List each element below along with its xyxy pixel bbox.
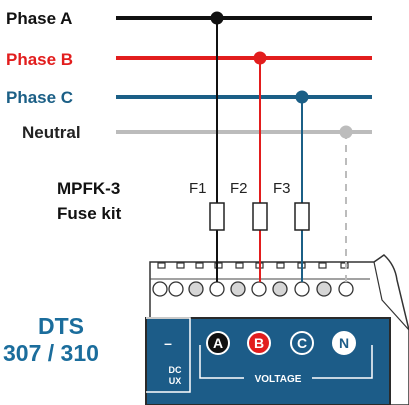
device-name-line1: DTS <box>38 313 84 339</box>
fuse-f1 <box>209 202 225 231</box>
fuse-kit-model: MPFK-3 <box>57 179 121 198</box>
phase-a-label: Phase A <box>6 9 73 28</box>
panel-dc-box <box>146 317 191 393</box>
voltage-text: VOLTAGE <box>255 374 302 385</box>
panel-minus-text: – <box>164 335 172 351</box>
terminal-b-letter: B <box>254 335 264 351</box>
neutral-label: Neutral <box>22 123 81 142</box>
fuse-label-f3: F3 <box>273 180 291 197</box>
phase-c-label: Phase C <box>6 88 74 107</box>
fuse-f2 <box>252 202 268 231</box>
terminal-c: C <box>290 331 314 355</box>
terminal-a-letter: A <box>213 335 223 351</box>
device-edge <box>373 261 409 331</box>
fuse-label-f1: F1 <box>189 180 207 197</box>
phase-a-junction <box>210 11 224 25</box>
phase-b-junction <box>253 51 267 65</box>
device-name-line2: 307 / 310 <box>3 340 99 366</box>
terminal-a: A <box>206 331 230 355</box>
fuse-f3 <box>294 202 310 231</box>
neutral-junction <box>339 125 353 139</box>
fuse-kit-caption: Fuse kit <box>57 204 122 223</box>
terminal-n-letter: N <box>339 335 349 351</box>
panel-aux-text: UX <box>169 376 182 386</box>
terminal-b: B <box>247 331 271 355</box>
terminal-screws <box>152 281 354 297</box>
fuse-label-f2: F2 <box>230 180 248 197</box>
phase-b-label: Phase B <box>6 50 74 69</box>
panel-dc-text: DC <box>169 365 182 375</box>
terminal-c-letter: C <box>297 335 307 351</box>
phase-c-junction <box>295 90 309 104</box>
voltage-bracket <box>199 345 373 379</box>
terminal-n: N <box>332 331 356 355</box>
